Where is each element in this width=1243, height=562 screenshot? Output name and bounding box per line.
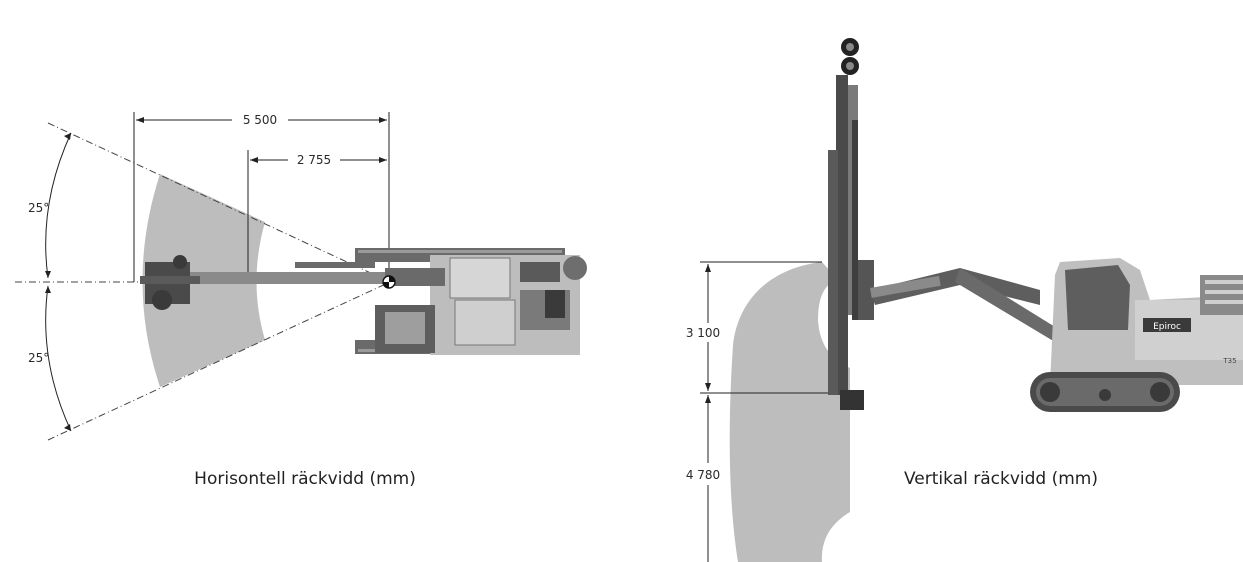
vertical-caption: Vertikal räckvidd (mm) [904, 469, 1098, 489]
model-mark: T35 [1222, 357, 1236, 365]
angle-upper-label: 25° [28, 201, 49, 215]
dim-total-label: 5 500 [243, 113, 277, 127]
dim-partial-label: 2 755 [297, 153, 331, 167]
arrow-head [45, 271, 51, 278]
arrow-head [64, 424, 71, 431]
arrow-head [379, 157, 387, 163]
arrow-head [45, 286, 51, 293]
vertical-reach-diagram: 3 100 4 780 [686, 38, 1243, 562]
lower-angle-arc [45, 285, 72, 432]
arrow-head [705, 395, 711, 403]
horizontal-caption: Horisontell räckvidd (mm) [194, 469, 416, 489]
arrow-head [250, 157, 258, 163]
arrow-head [379, 117, 387, 123]
dim-upper-label: 3 100 [686, 326, 720, 340]
arrow-head [705, 264, 711, 272]
lower-angle-line [47, 281, 391, 441]
horizontal-reach-diagram: 25° 25° 5 500 2 755 [15, 112, 587, 489]
dim-lower-label: 4 780 [686, 468, 720, 482]
arrow-head [64, 133, 71, 140]
arrow-head [705, 383, 711, 391]
arrow-head [136, 117, 144, 123]
brand-logo-text: Epiroc [1153, 322, 1181, 332]
machine-top-view [140, 248, 587, 355]
upper-angle-line [47, 122, 391, 283]
vertical-reach-area [729, 262, 850, 562]
angle-lower-label: 25° [28, 351, 49, 365]
machine-side-view: Epiroc T35 [828, 38, 1243, 412]
upper-angle-arc [45, 132, 72, 279]
